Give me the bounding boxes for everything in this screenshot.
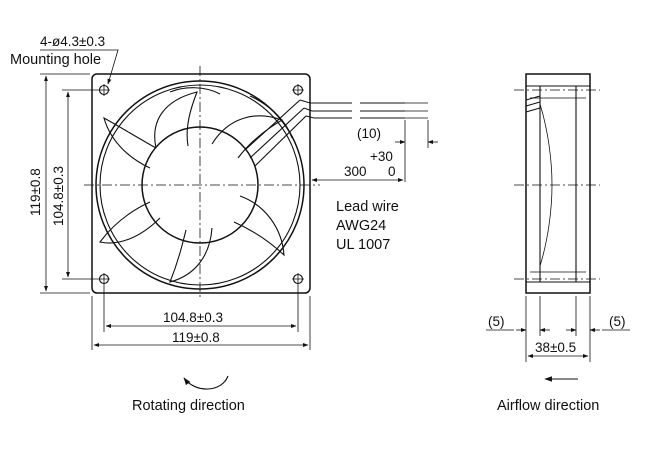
hole-label: Mounting hole [10, 52, 101, 68]
hole-spec: 4-ø4.3±0.3 [40, 34, 105, 49]
lead-wire-standard: UL 1007 [336, 237, 390, 253]
horizontal-dims: 104.8±0.3 119±0.8 [91, 285, 311, 350]
dim-tol-lower: 0 [388, 164, 396, 179]
side-view [514, 73, 600, 294]
fan-blades [99, 87, 293, 283]
front-view [84, 66, 428, 300]
lead-wire-gauge: AWG24 [336, 218, 386, 234]
dim-left-flange: (5) [488, 314, 505, 329]
frame-outline [91, 73, 311, 294]
airflow-caption: Airflow direction [497, 398, 599, 414]
vertical-dims: 119±0.8 104.8±0.3 [28, 73, 98, 294]
dim-width-outer: 119±0.8 [172, 330, 220, 345]
dim-tol-upper: +30 [370, 149, 393, 164]
dim-height-outer: 119±0.8 [28, 168, 43, 216]
dim-width-pitch: 104.8±0.3 [163, 310, 223, 325]
dim-depth: 38±0.5 [535, 340, 576, 355]
lead-wire-label: Lead wire [336, 199, 399, 215]
dim-end-strip: (10) [357, 126, 381, 141]
rotation-arrow-icon [183, 375, 229, 390]
rotating-caption: Rotating direction [132, 398, 245, 414]
dim-right-flange: (5) [609, 314, 626, 329]
side-dims: (5) (5) 38±0.5 [486, 296, 630, 362]
lead-wire-dims: (10) +30 300 0 Lead wire AWG24 UL 1007 [311, 120, 438, 253]
strut [244, 99, 307, 167]
mounting-holes [98, 84, 304, 285]
lead-wires [299, 99, 428, 119]
dim-length: 300 [344, 164, 367, 179]
dim-height-pitch: 104.8±0.3 [51, 166, 66, 226]
